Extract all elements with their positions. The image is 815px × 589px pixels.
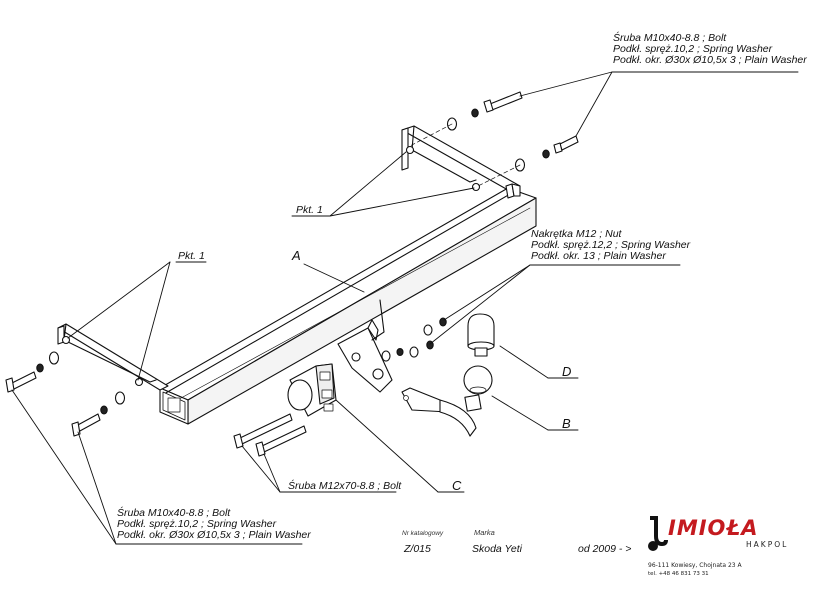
label-bolt-bottom-line-2: Podkł. spręż.10,2 ; Spring Washer — [117, 518, 277, 530]
right-bracket — [401, 125, 521, 199]
label-bolt-bottom-line-3: Podkł. okr. Ø30x Ø10,5x 3 ; Plain Washer — [117, 529, 311, 541]
leader-lines — [11, 71, 799, 545]
label-bolt-top-line-2: Podkł. spręż.10,2 ; Spring Washer — [613, 43, 773, 55]
catalog-number: Z/015 — [404, 543, 431, 555]
label-bolt-top-line-1: Śruba M10x40-8.8 ; Bolt — [613, 32, 727, 44]
brand-caption: Marka — [474, 528, 495, 537]
vehicle-model: Skoda Yeti — [472, 543, 523, 555]
label-part-b: B — [562, 416, 571, 431]
label-part-c: C — [452, 478, 462, 493]
label-bolt-top: Śruba M10x40-8.8 ; Bolt Podkł. spręż.10,… — [613, 33, 807, 66]
label-nut-line-2: Podkł. spręż.12,2 ; Spring Washer — [531, 239, 691, 251]
center-nuts — [381, 317, 447, 362]
hook-logo-icon — [648, 516, 668, 551]
label-nut-line-3: Podkł. okr. 13 ; Plain Washer — [531, 250, 666, 262]
main-beam — [159, 187, 537, 425]
production-from: od 2009 - > — [578, 543, 632, 555]
tow-ball-arm-b — [401, 365, 493, 437]
center-bracket — [337, 299, 393, 393]
m12-bolts — [233, 413, 307, 457]
label-bolt-top-line-3: Podkł. okr. Ø30x Ø10,5x 3 ; Plain Washer — [613, 54, 807, 66]
bottom-left-bolts — [5, 351, 126, 437]
label-pkt1-upper: Pkt. 1 — [296, 204, 323, 216]
top-bolts — [409, 91, 579, 187]
label-nut-line-1: Nakrętka M12 ; Nut — [531, 228, 622, 240]
label-nut: Nakrętka M12 ; Nut Podkł. spręż.12,2 ; S… — [531, 229, 690, 262]
label-part-d: D — [562, 364, 572, 379]
mounting-plate-c — [287, 363, 337, 417]
company-logo-sub: HAKPOL — [746, 540, 789, 549]
catalog-caption: Nr katalogowy — [402, 530, 444, 537]
label-part-a: A — [292, 248, 301, 263]
label-bolt-m12: Śruba M12x70-8.8 ; Bolt — [288, 480, 402, 492]
label-pkt1-left: Pkt. 1 — [178, 250, 205, 262]
left-bracket — [57, 323, 169, 391]
company-phone: tel. +48 46 831 73 31 — [648, 571, 709, 577]
company-address: 96-111 Kowiesy, Chojnata 23 A — [648, 562, 742, 569]
company-logo: IMIOŁA — [668, 516, 759, 540]
label-bolt-bottom-line-1: Śruba M10x40-8.8 ; Bolt — [117, 507, 231, 519]
label-bolt-bottom: Śruba M10x40-8.8 ; Bolt Podkł. spręż.10,… — [117, 508, 311, 541]
ball-cap-d — [467, 313, 495, 357]
